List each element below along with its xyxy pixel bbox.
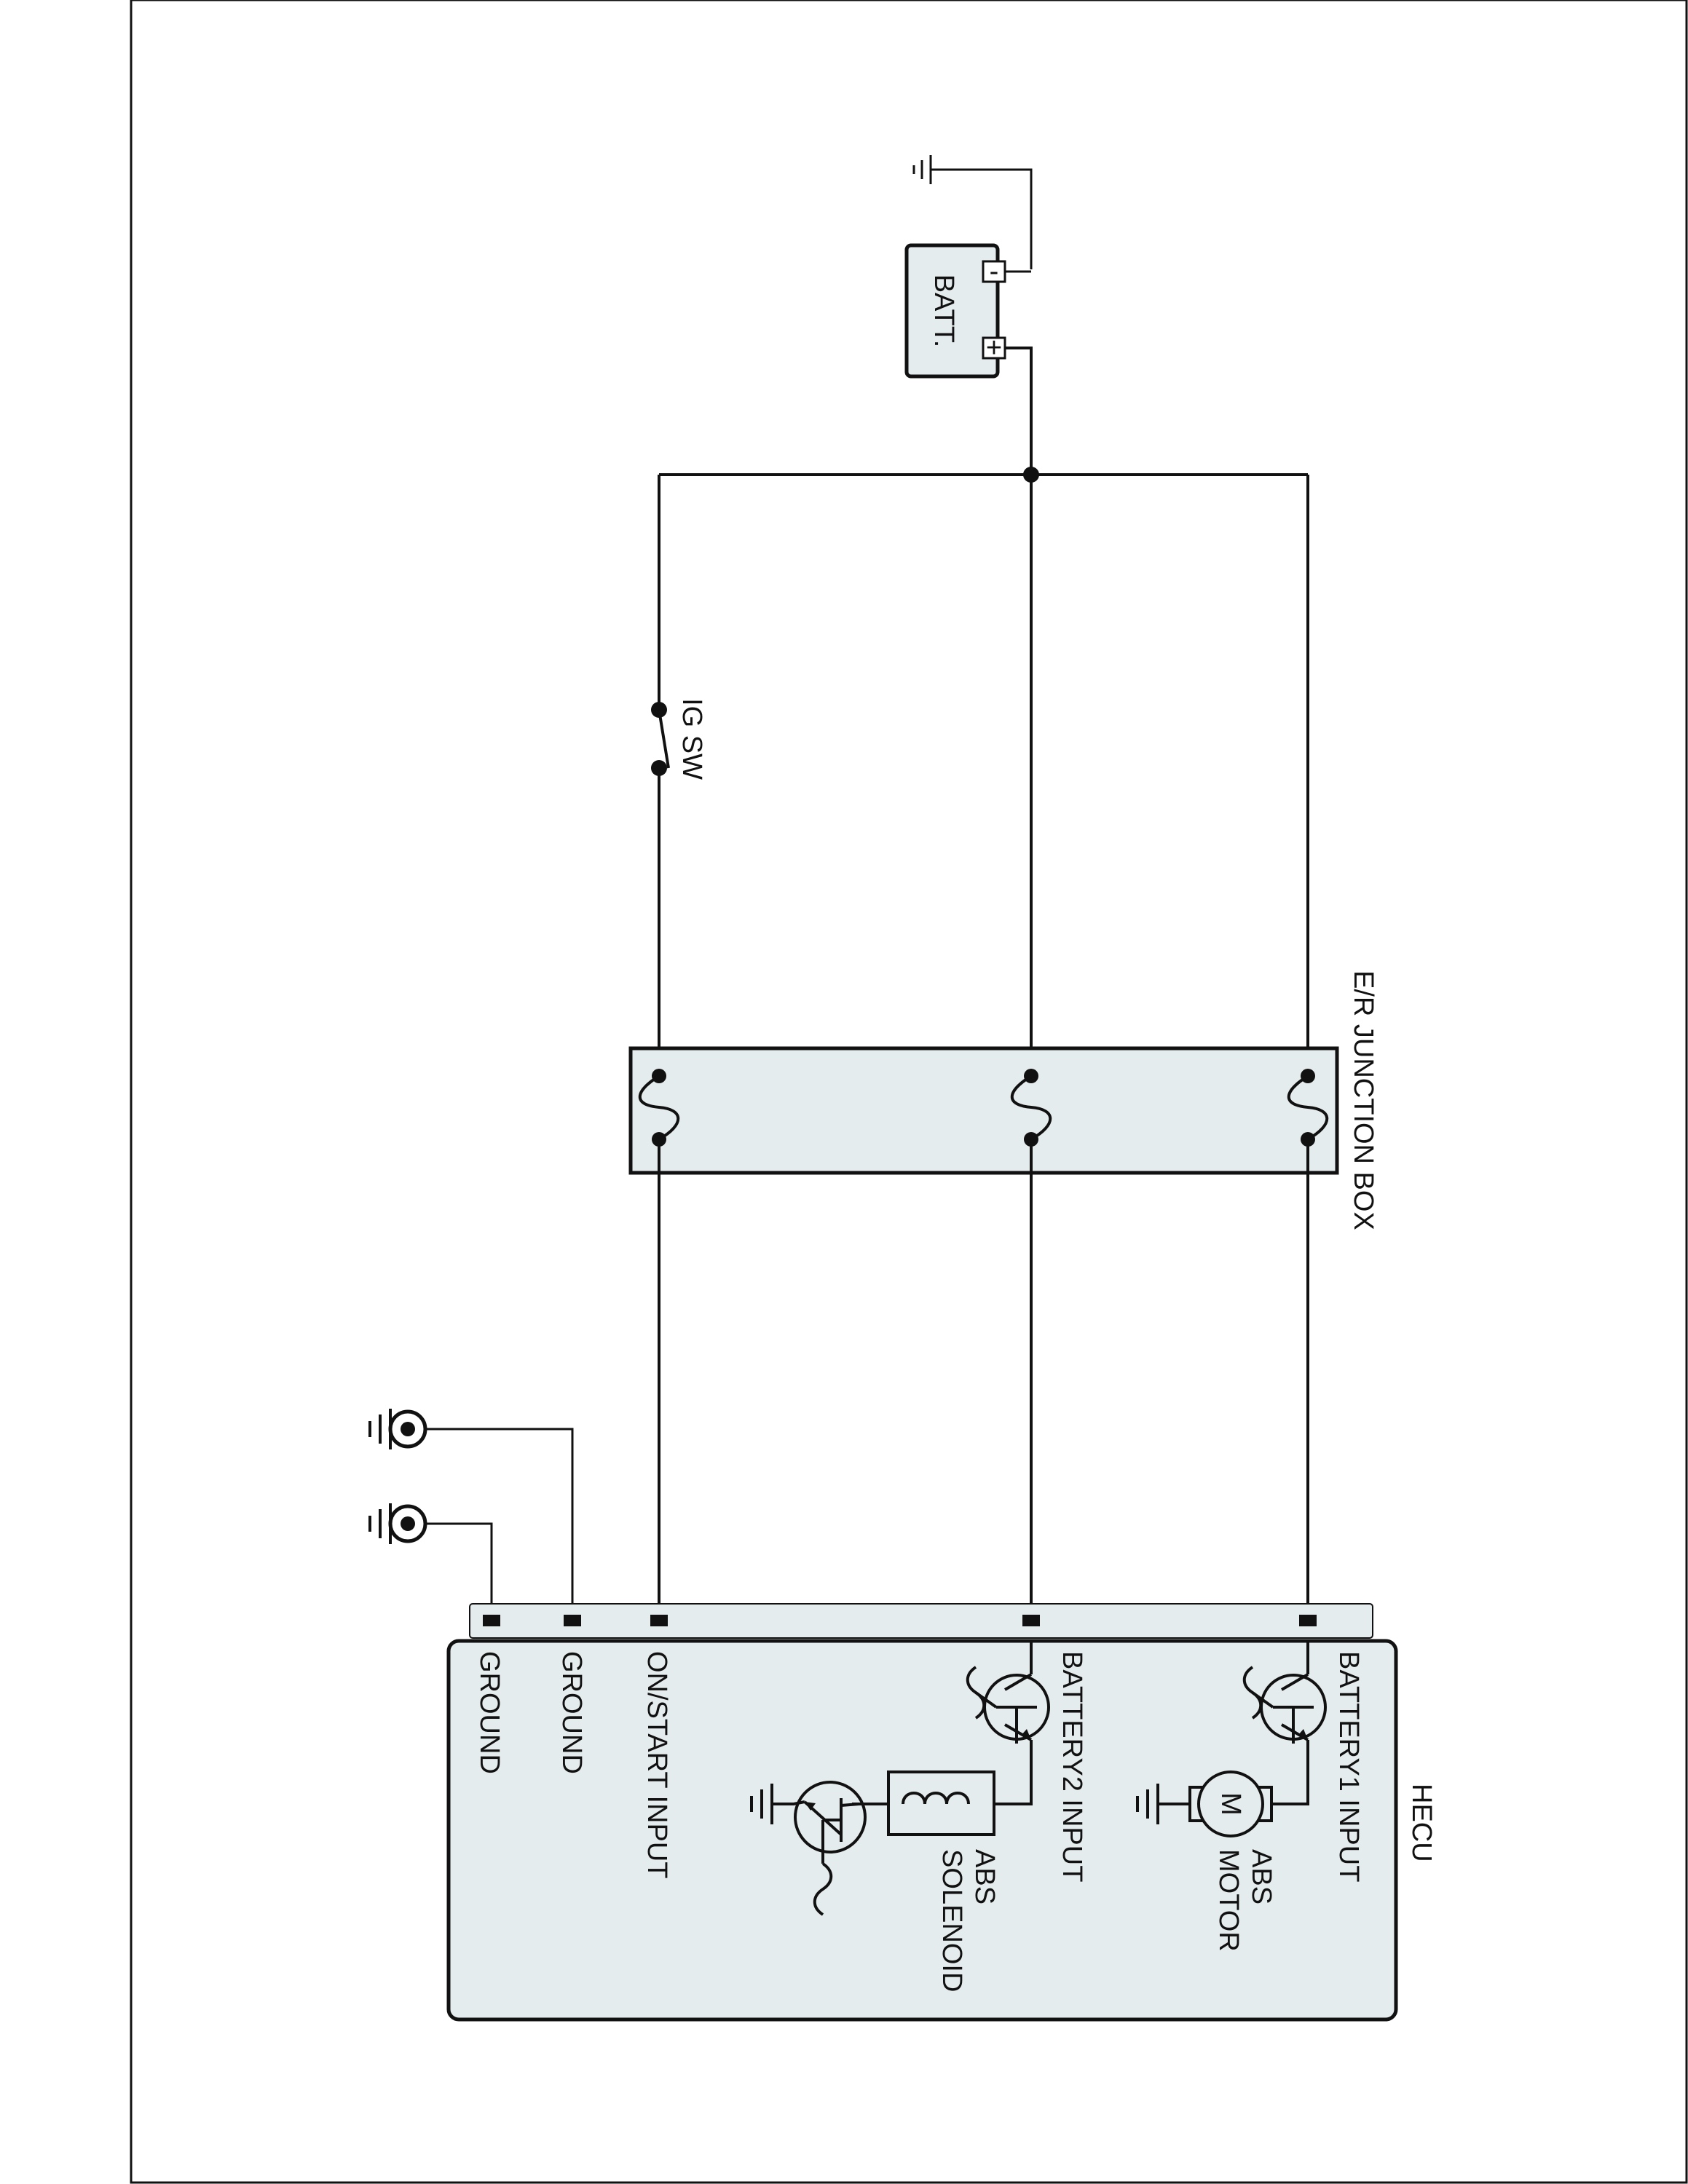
abs-solenoid-label-2: SOLENOID (936, 1849, 967, 1992)
battery2-transistor (966, 1641, 1050, 1744)
battery: - + BATT. (904, 243, 1006, 379)
battery1-transistor (1242, 1641, 1327, 1744)
abs-solenoid: ABS SOLENOID (859, 1740, 1033, 1992)
page-frame (130, 0, 1688, 2184)
battery-label: BATT. (928, 274, 959, 348)
ignition-switch: IG SW (651, 475, 707, 1076)
junction-box-label: E/R JUNCTION BOX (1348, 970, 1379, 1230)
battery-minus-mark: - (990, 256, 999, 287)
hecu-label: HECU (1406, 1784, 1437, 1862)
pin-ground-1: GROUND (474, 1651, 505, 1774)
chassis-ground-2 (368, 1503, 493, 1620)
pin-battery2-input: BATTERY2 INPUT (1057, 1651, 1087, 1882)
motor-symbol: M (1215, 1792, 1246, 1816)
pin-ground-2: GROUND (556, 1651, 587, 1774)
battery-plus-mark: + (986, 333, 1002, 363)
pin-battery1-input: BATTERY1 INPUT (1333, 1651, 1364, 1882)
battery-ground (912, 155, 1033, 269)
abs-motor-label-2: MOTOR (1213, 1849, 1244, 1952)
abs-motor: M ABS MOTOR (1136, 1740, 1309, 1952)
ig-sw-label: IG SW (677, 698, 707, 780)
chassis-ground-1 (368, 1409, 574, 1620)
abs-solenoid-label-1: ABS (969, 1849, 1000, 1904)
pin-on-start-input: ON/START INPUT (642, 1651, 672, 1878)
abs-motor-label-1: ABS (1246, 1849, 1277, 1904)
junction-box: E/R JUNCTION BOX (628, 970, 1379, 1230)
hecu-connector (469, 1603, 1373, 1639)
solenoid-driver-transistor (750, 1781, 867, 1916)
